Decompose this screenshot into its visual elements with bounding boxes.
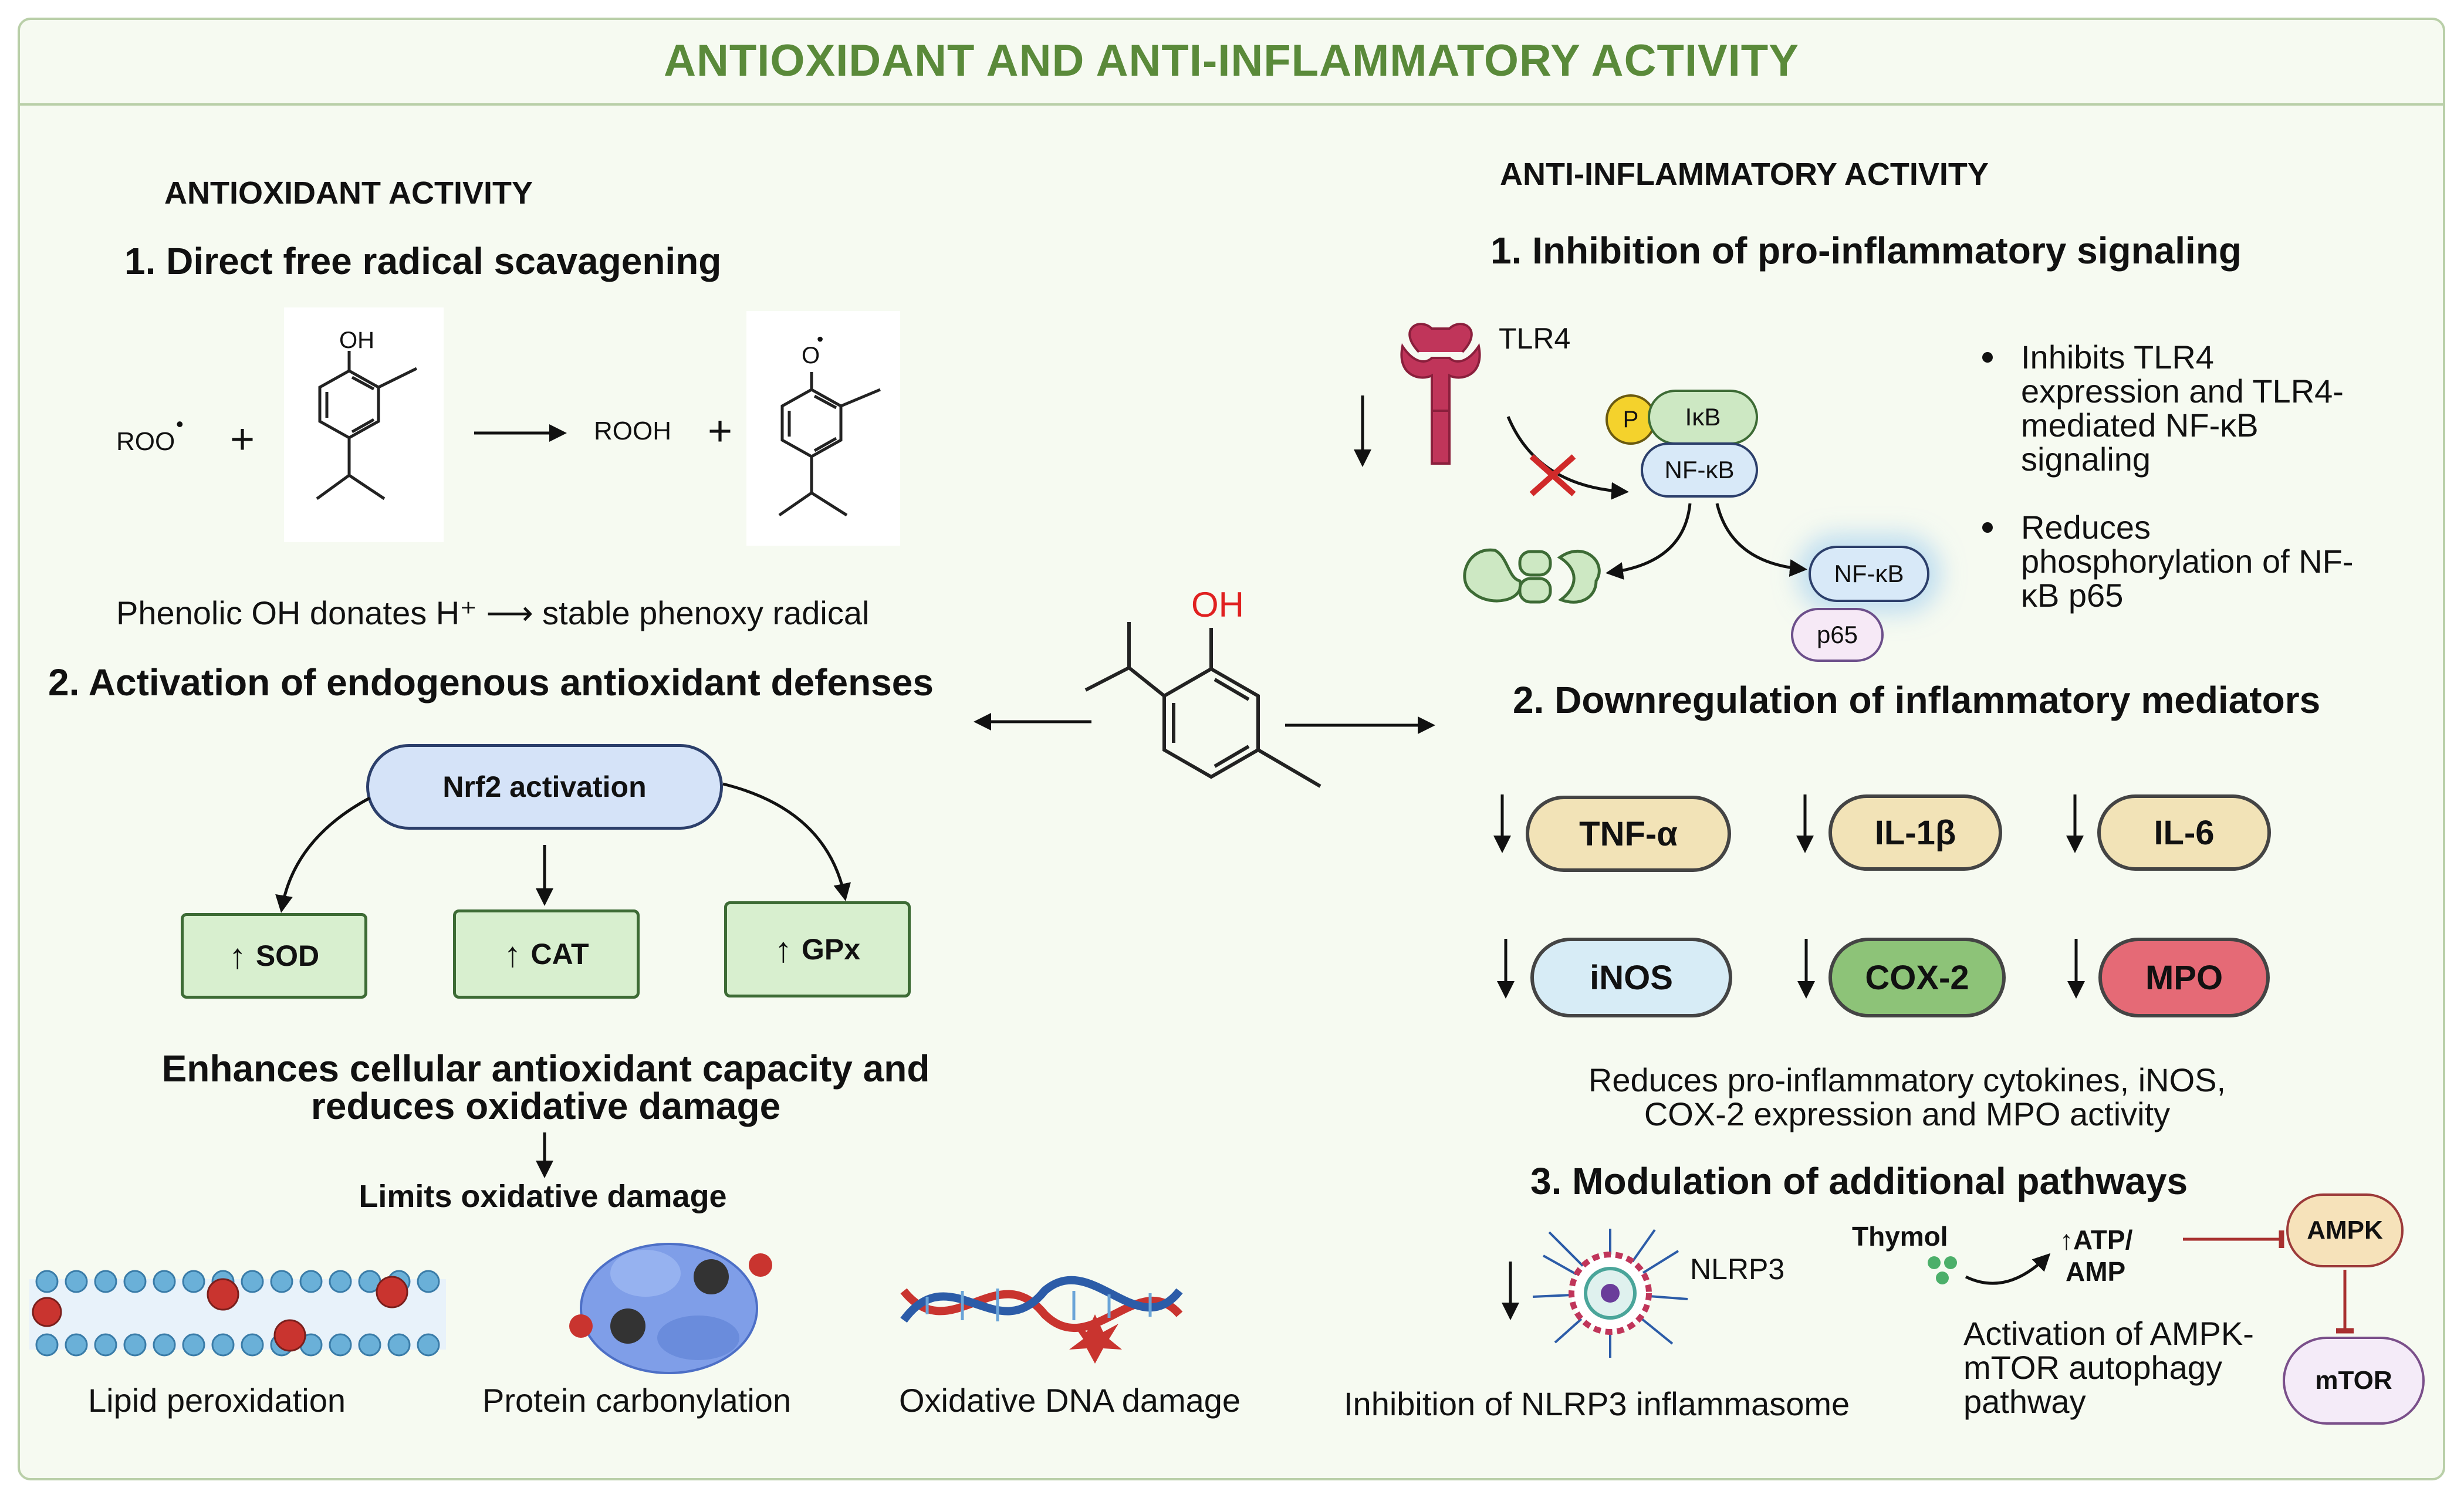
enzyme-sod-label: SOD bbox=[255, 939, 320, 972]
nlrp3-label: NLRP3 bbox=[1690, 1253, 1785, 1286]
ampk-node: AMPK bbox=[2286, 1193, 2404, 1267]
thymol-structure-reactant bbox=[316, 351, 418, 501]
nlrp3-inflammasome-icon bbox=[1532, 1229, 1688, 1358]
ampk-note-line-1: Activation of AMPK- bbox=[1963, 1315, 2254, 1352]
phosphate-p-node: P bbox=[1606, 394, 1656, 445]
product-rooh: ROOH bbox=[594, 417, 671, 445]
mtor-node: mTOR bbox=[2283, 1337, 2425, 1425]
oh-label-reactant: OH bbox=[339, 327, 374, 353]
nfkb-nuclear-node: NF-κB bbox=[1809, 546, 1929, 602]
limits-damage: Limits oxidative damage bbox=[359, 1179, 727, 1214]
mediator-tnf-alpha: TNF-α bbox=[1526, 796, 1731, 872]
up-arrow-icon: ↑ bbox=[228, 936, 246, 976]
tlr4-label: TLR4 bbox=[1499, 322, 1571, 355]
lipid-membrane-icon bbox=[29, 1270, 446, 1357]
bullet-2-line-2: phosphorylation of NF- bbox=[2021, 543, 2354, 580]
nlrp3-note: Inhibition of NLRP3 inflammasome bbox=[1344, 1385, 1850, 1422]
enhances-line-1: Enhances cellular antioxidant capacity a… bbox=[161, 1047, 930, 1090]
enzyme-sod: ↑ SOD bbox=[181, 913, 367, 999]
reactant-roo: ROO bbox=[116, 427, 175, 456]
mediator-il-1-beta: IL-1β bbox=[1828, 794, 2002, 871]
bullet-1-line-1: Inhibits TLR4 bbox=[2021, 339, 2214, 376]
nfkb-node: NF-κB bbox=[1641, 442, 1758, 498]
anti-inflammatory-section-3: 3. Modulation of additional pathways bbox=[1530, 1160, 2188, 1202]
tlr4-receptor-icon bbox=[1400, 323, 1481, 465]
block-x-icon bbox=[1529, 454, 1576, 496]
mediator-cox-2: COX-2 bbox=[1828, 938, 2006, 1017]
bullet-1-line-4: signaling bbox=[2021, 441, 2151, 478]
dna-icon bbox=[900, 1276, 1183, 1364]
arrow-nrf2-to-gpx bbox=[722, 782, 851, 901]
up-arrow-icon: ↑ bbox=[503, 934, 522, 974]
bullet-2-line-1: Reduces bbox=[2021, 509, 2151, 546]
atp-amp-line-1: ↑ATP/ bbox=[2060, 1225, 2133, 1255]
thymol-oh-label: OH bbox=[1191, 585, 1244, 624]
lipid-peroxidation-label: Lipid peroxidation bbox=[88, 1382, 346, 1419]
arrow-nfkb-to-nucleus bbox=[1715, 503, 1807, 577]
mediators-note-line-2: COX-2 expression and MPO activity bbox=[1644, 1095, 2171, 1132]
protein-carbonylation-label: Protein carbonylation bbox=[482, 1382, 792, 1419]
degraded-ikb-icon bbox=[1463, 548, 1601, 604]
phenoxy-structure-product bbox=[778, 372, 881, 517]
ikb-node: IκB bbox=[1648, 390, 1758, 445]
enzyme-cat: ↑CAT bbox=[453, 909, 640, 999]
thymol-label: Thymol bbox=[1852, 1221, 1948, 1252]
mediator-mpo: MPO bbox=[2098, 938, 2270, 1017]
plus-sign-2: + bbox=[708, 408, 733, 455]
arrow-nrf2-to-sod bbox=[275, 796, 371, 913]
bullet-2-line-3: κB p65 bbox=[2021, 577, 2124, 614]
arrow-thymol-to-atp bbox=[1965, 1253, 2051, 1285]
enzyme-gpx: ↑ GPx bbox=[724, 901, 911, 997]
atp-amp-line-2: AMP bbox=[2066, 1256, 2126, 1287]
anti-inflammatory-section-1: 1. Inhibition of pro-inflammatory signal… bbox=[1490, 229, 2242, 272]
mediators-note-line-1: Reduces pro-inflammatory cytokines, iNOS… bbox=[1588, 1061, 2226, 1098]
bullet-icon bbox=[1982, 352, 1993, 363]
anti-inflammatory-section-2: 2. Downregulation of inflammatory mediat… bbox=[1513, 679, 2321, 721]
nrf2-activation-node: Nrf2 activation bbox=[366, 744, 723, 830]
bullet-1-line-3: mediated NF-κB bbox=[2021, 407, 2259, 444]
protein-icon bbox=[569, 1243, 772, 1374]
antioxidant-section-2: 2. Activation of endogenous antioxidant … bbox=[48, 661, 934, 704]
antioxidant-heading: ANTIOXIDANT ACTIVITY bbox=[164, 175, 533, 211]
arrow-nfkb-to-cytoplasm bbox=[1606, 503, 1692, 580]
p65-node: p65 bbox=[1791, 608, 1884, 662]
antioxidant-section-1: 1. Direct free radical scavagening bbox=[124, 240, 722, 282]
anti-inflammatory-heading: ANTI-INFLAMMATORY ACTIVITY bbox=[1500, 157, 1989, 192]
radical-dot-product: • bbox=[817, 329, 824, 350]
phenoxy-radical-panel bbox=[746, 311, 900, 546]
mediator-il-6: IL-6 bbox=[2097, 794, 2271, 871]
bullet-icon bbox=[1982, 522, 1993, 533]
ampk-note-line-2: mTOR autophagy bbox=[1963, 1349, 2222, 1386]
title-bar: ANTIOXIDANT AND ANTI-INFLAMMATORY ACTIVI… bbox=[18, 18, 2445, 106]
ampk-note-line-3: pathway bbox=[1963, 1383, 2086, 1420]
plus-sign-1: + bbox=[230, 416, 255, 463]
mediator-inos: iNOS bbox=[1530, 938, 1732, 1017]
main-title: ANTIOXIDANT AND ANTI-INFLAMMATORY ACTIVI… bbox=[664, 36, 1799, 86]
dna-damage-label: Oxidative DNA damage bbox=[899, 1382, 1241, 1419]
bullet-1-line-2: expression and TLR4- bbox=[2021, 373, 2344, 410]
enhances-line-2: reduces oxidative damage bbox=[310, 1085, 781, 1127]
up-arrow-icon: ↑ bbox=[774, 929, 792, 969]
arrow-tlr4-to-nfkb bbox=[1506, 416, 1629, 500]
mechanism-note: Phenolic OH donates H⁺ ⟶ stable phenoxy … bbox=[116, 594, 870, 631]
thymol-dots-icon bbox=[1928, 1256, 1957, 1284]
radical-dot: • bbox=[176, 412, 184, 436]
mediator-down-arrows bbox=[1493, 794, 2085, 1320]
o-label-product: O bbox=[802, 343, 820, 368]
thymol-structure-center bbox=[1084, 622, 1321, 788]
enzyme-cat-label: CAT bbox=[530, 938, 589, 971]
enzyme-gpx-label: GPx bbox=[801, 933, 861, 966]
